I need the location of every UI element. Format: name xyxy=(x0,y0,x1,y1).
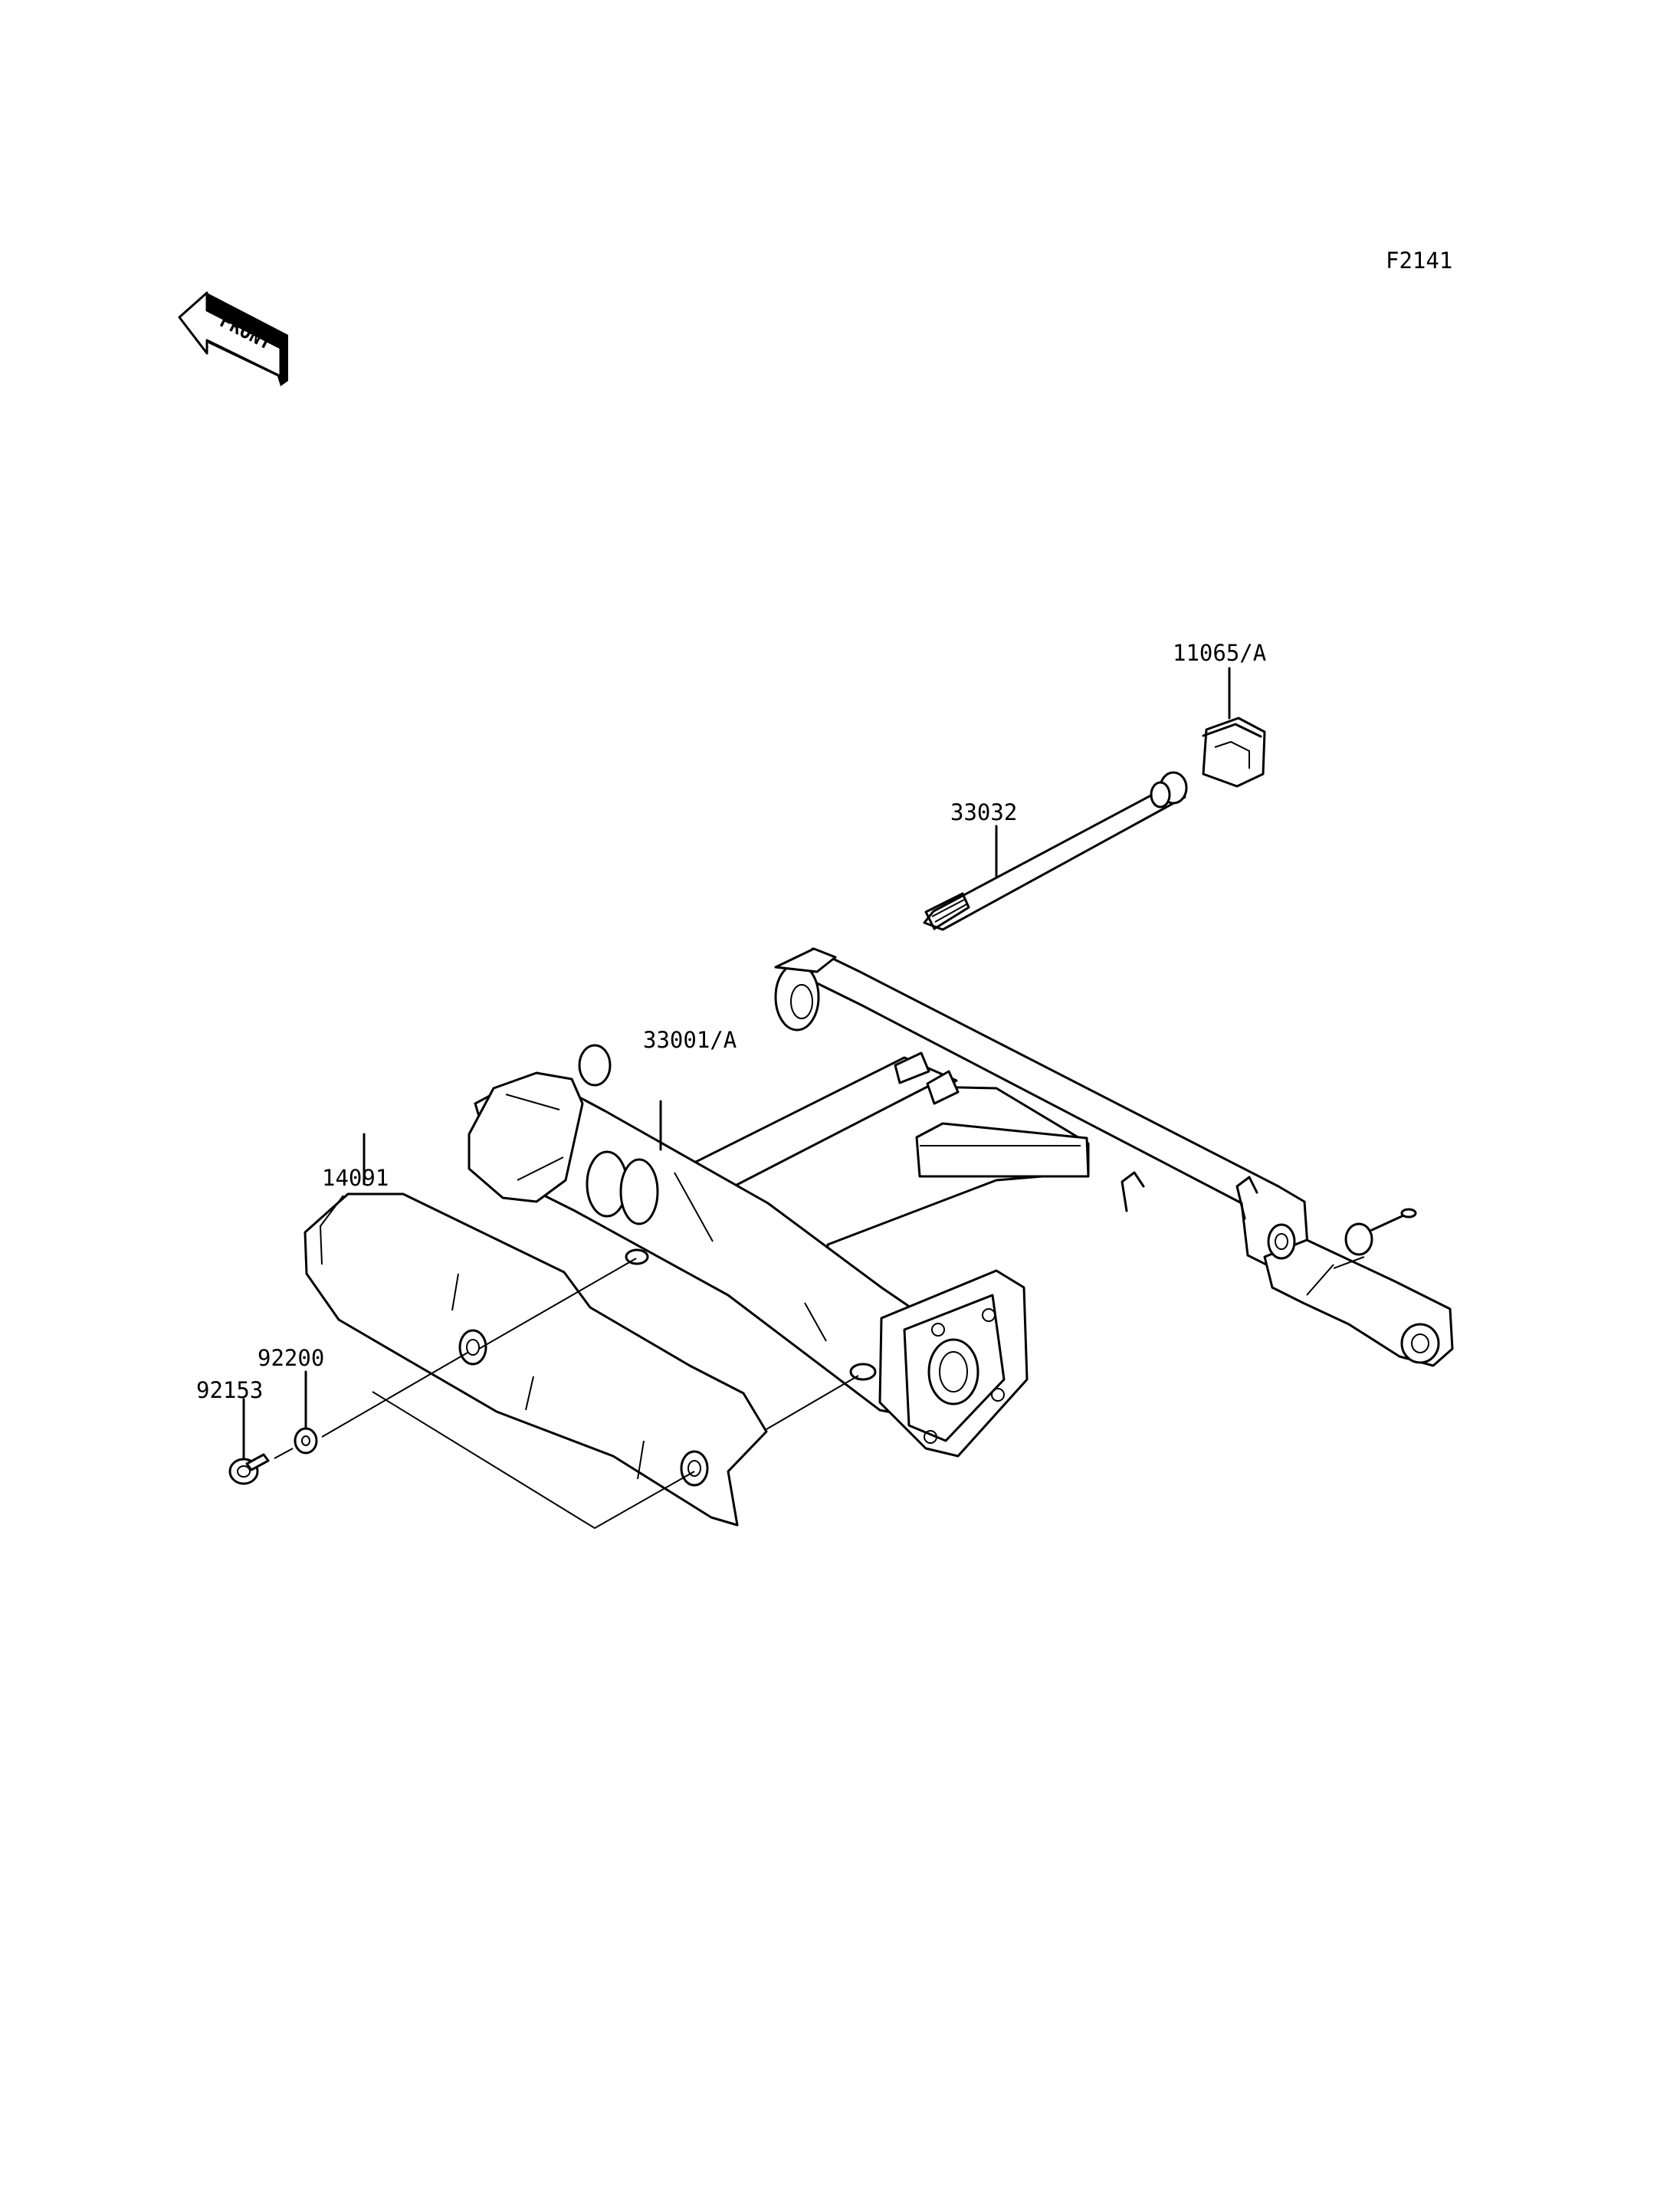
washer-part xyxy=(294,1352,468,1455)
front-arrow-icon: FRONT xyxy=(178,291,288,386)
figure-code: F2141 xyxy=(1386,248,1452,274)
callout-11065-a: 11065/A xyxy=(1173,640,1266,666)
callout-33032: 33032 xyxy=(950,799,1017,825)
chain-guard-part xyxy=(304,1133,859,1527)
bushing-cap-part xyxy=(1202,667,1266,788)
callout-14091: 14091 xyxy=(322,1165,389,1191)
swingarm-part xyxy=(468,947,1454,1458)
callout-92200: 92200 xyxy=(258,1345,324,1371)
callout-92153: 92153 xyxy=(196,1377,263,1403)
bolt-part xyxy=(228,1391,695,1530)
callout-33001-a: 33001/A xyxy=(643,1027,737,1053)
pivot-shaft-part xyxy=(923,771,1188,931)
